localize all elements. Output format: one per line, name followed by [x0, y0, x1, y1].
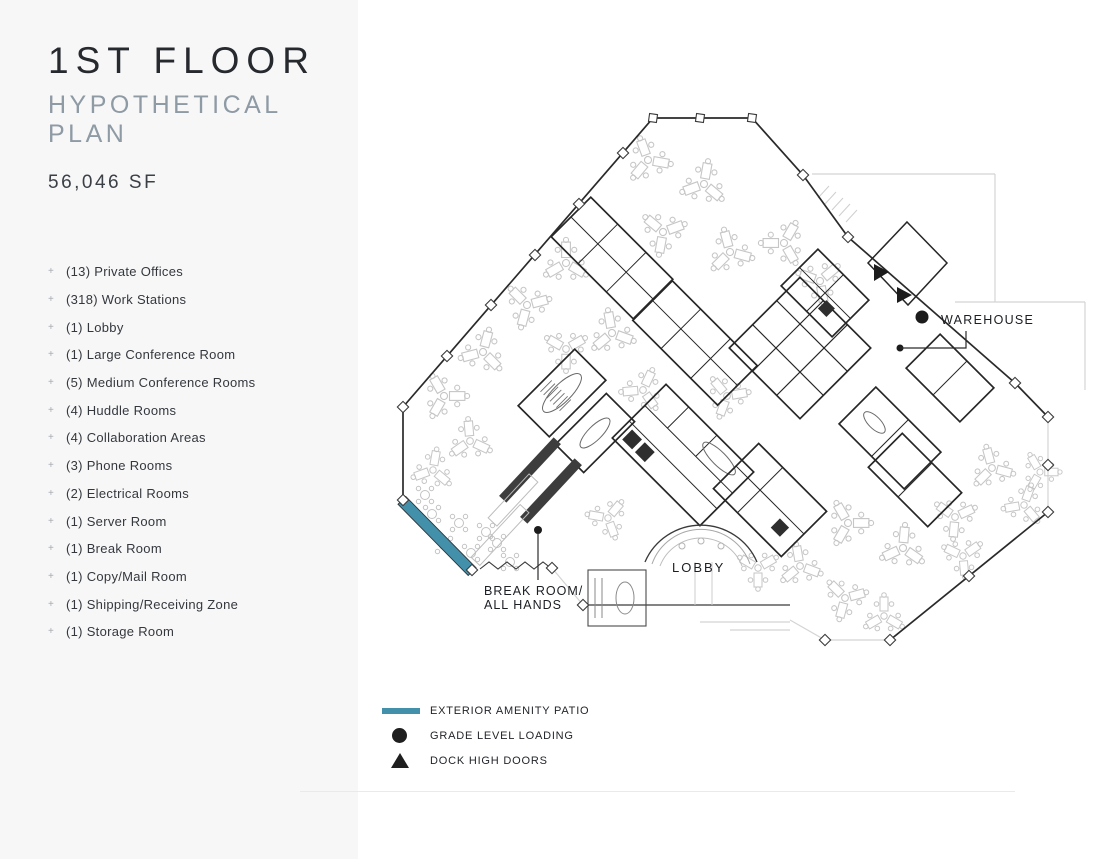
column-posts: [396, 112, 1055, 647]
list-item: + (1) Server Room: [48, 507, 255, 535]
list-item-label: (13) Private Offices: [66, 264, 184, 280]
legend-label: EXTERIOR AMENITY PATIO: [430, 704, 590, 717]
list-item: + (3) Phone Rooms: [48, 452, 255, 480]
lobby-reception: [644, 524, 758, 605]
warehouse-label: WAREHOUSE: [941, 313, 1034, 327]
plus-bullet-icon: +: [48, 626, 55, 638]
plus-bullet-icon: +: [48, 404, 55, 416]
plus-bullet-icon: +: [48, 515, 55, 527]
break-room-label-line1: BREAK ROOM/: [484, 584, 583, 598]
list-item-label: (1) Copy/Mail Room: [66, 568, 187, 584]
list-item: + (1) Shipping/Receiving Zone: [48, 590, 255, 618]
warehouse-zone: [866, 220, 949, 324]
workstation-clusters: [401, 129, 1062, 649]
page-title: 1ST FLOOR: [48, 40, 316, 81]
legend-row-patio: EXTERIOR AMENITY PATIO: [382, 698, 589, 723]
sheet-bottom-edge: [300, 791, 1015, 792]
dock-triangle-icon: [391, 753, 409, 768]
list-item-label: (1) Lobby: [66, 319, 124, 335]
legend-row-dock-doors: DOCK HIGH DOORS: [382, 748, 589, 773]
list-item: + (13) Private Offices: [48, 258, 255, 286]
legend-label: DOCK HIGH DOORS: [430, 754, 548, 767]
warehouse-room: [866, 220, 949, 307]
list-item-label: (2) Electrical Rooms: [66, 485, 190, 501]
list-item-label: (3) Phone Rooms: [66, 458, 173, 474]
list-item-label: (4) Collaboration Areas: [66, 430, 206, 446]
break-room-furniture: [470, 437, 582, 567]
bottom-room: [587, 569, 647, 627]
title-block: 1ST FLOOR HYPOTHETICAL PLAN: [48, 42, 316, 149]
plus-bullet-icon: +: [48, 570, 55, 582]
list-item-label: (1) Break Room: [66, 541, 162, 557]
patio-bar-icon: [382, 707, 420, 714]
list-item-label: (4) Huddle Rooms: [66, 402, 177, 418]
site-lines: [551, 173, 1086, 641]
list-item: + (1) Copy/Mail Room: [48, 563, 255, 591]
dock-high-door-icon: [874, 264, 889, 281]
plus-bullet-icon: +: [48, 349, 55, 361]
list-item: + (318) Work Stations: [48, 286, 255, 314]
area-square-footage: 56,046 SF: [48, 172, 159, 193]
list-item: + (1) Lobby: [48, 313, 255, 341]
plus-bullet-icon: +: [48, 543, 55, 555]
list-item: + (1) Large Conference Room: [48, 341, 255, 369]
list-item: + (4) Huddle Rooms: [48, 396, 255, 424]
plus-bullet-icon: +: [48, 377, 55, 389]
list-item: + (5) Medium Conference Rooms: [48, 369, 255, 397]
list-item-label: (1) Storage Room: [66, 624, 175, 640]
list-item-label: (1) Shipping/Receiving Zone: [66, 596, 239, 612]
plus-bullet-icon: +: [48, 266, 55, 278]
list-item-label: (1) Server Room: [66, 513, 167, 529]
info-panel: 1ST FLOOR HYPOTHETICAL PLAN 56,046 SF + (…: [0, 0, 358, 859]
leader-dot: [534, 526, 542, 534]
legend: EXTERIOR AMENITY PATIO GRADE LEVEL LOADI…: [382, 698, 589, 773]
plus-bullet-icon: +: [48, 460, 55, 472]
stairs: [540, 380, 572, 412]
lobby-label: LOBBY: [672, 560, 725, 575]
program-summary-list: + (13) Private Offices + (318) Work Statio…: [48, 258, 255, 646]
break-room-label-line2: ALL HANDS: [484, 598, 562, 612]
leader-line: [900, 331, 967, 349]
ramp-hatch: [817, 185, 858, 223]
list-item-label: (5) Medium Conference Rooms: [66, 375, 256, 391]
plus-bullet-icon: +: [48, 598, 55, 610]
plus-bullet-icon: +: [48, 321, 55, 333]
list-item: + (1) Storage Room: [48, 618, 255, 646]
list-item-label: (318) Work Stations: [66, 292, 187, 308]
list-item-label: (1) Large Conference Room: [66, 347, 236, 363]
grade-level-loading-icon: [915, 310, 929, 324]
list-item: + (4) Collaboration Areas: [48, 424, 255, 452]
list-item: + (2) Electrical Rooms: [48, 480, 255, 508]
plus-bullet-icon: +: [48, 432, 55, 444]
page-subtitle: HYPOTHETICAL PLAN: [48, 91, 281, 148]
plan-callouts: WAREHOUSE LOBBY BREAK ROOM/ ALL HANDS: [484, 313, 1034, 612]
legend-row-grade-loading: GRADE LEVEL LOADING: [382, 723, 589, 748]
plus-bullet-icon: +: [48, 487, 55, 499]
room-blocks: [516, 195, 996, 558]
plus-bullet-icon: +: [48, 294, 55, 306]
loading-circle-icon: [392, 728, 407, 743]
list-item: + (1) Break Room: [48, 535, 255, 563]
dock-high-door-icon: [897, 287, 912, 303]
legend-label: GRADE LEVEL LOADING: [430, 729, 574, 742]
